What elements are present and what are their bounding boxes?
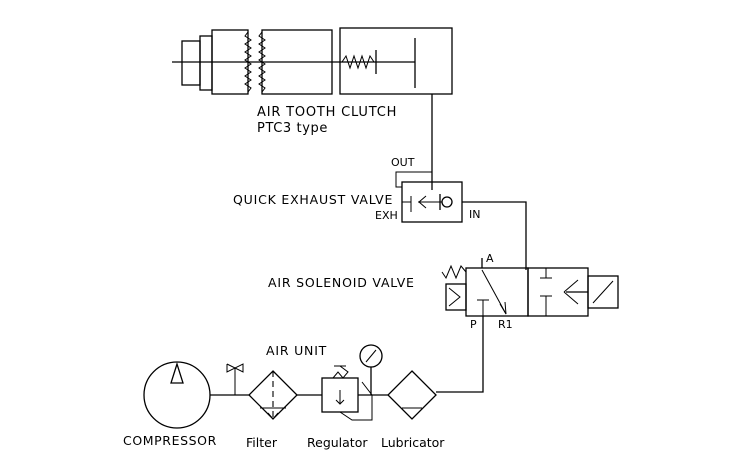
port-p-label: P bbox=[470, 318, 477, 331]
in-port-label: IN bbox=[469, 208, 480, 221]
solenoid-valve-label: AIR SOLENOID VALVE bbox=[268, 275, 415, 290]
air-solenoid-valve: AIR SOLENOID VALVE A P R1 bbox=[268, 252, 619, 393]
lubricator-label: Lubricator bbox=[381, 435, 445, 450]
clutch-name-label: AIR TOOTH CLUTCH bbox=[257, 105, 397, 120]
port-r1-label: R1 bbox=[498, 318, 513, 331]
regulator-label: Regulator bbox=[307, 435, 368, 450]
compressor: COMPRESSOR bbox=[123, 361, 250, 448]
compressor-label: COMPRESSOR bbox=[123, 433, 217, 448]
quick-exhaust-label: QUICK EXHAUST VALVE bbox=[233, 192, 393, 207]
quick-exhaust-valve: QUICK EXHAUST VALVE OUT EXH IN bbox=[233, 156, 527, 270]
out-port-label: OUT bbox=[391, 156, 415, 169]
exh-port-label: EXH bbox=[375, 209, 398, 222]
filter-label: Filter bbox=[246, 435, 278, 450]
air-unit-label: AIR UNIT bbox=[266, 343, 327, 358]
clutch-type-label: PTC3 type bbox=[257, 121, 328, 136]
port-a-label: A bbox=[486, 252, 494, 265]
air-unit: AIR UNIT Filter Regulator Lubricator bbox=[226, 343, 445, 450]
